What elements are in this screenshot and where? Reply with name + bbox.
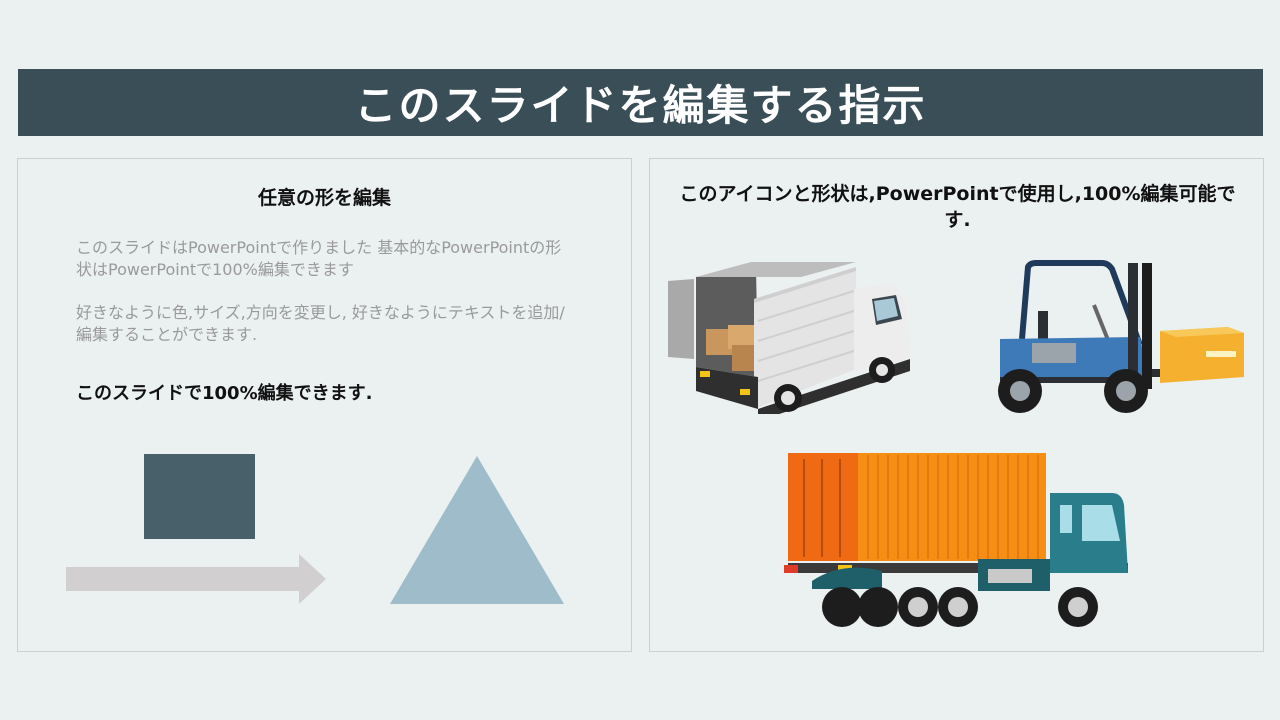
right-panel: このアイコンと形状は,PowerPointで使用し,100%編集可能です. — [649, 158, 1264, 652]
left-panel: 任意の形を編集 このスライドはPowerPointで作りました 基本的なPowe… — [17, 158, 632, 652]
left-panel-heading: 任意の形を編集 — [257, 187, 391, 209]
right-panel-heading: このアイコンと形状は,PowerPointで使用し,100%編集可能です. — [679, 183, 1236, 231]
title-bar: このスライドを編集する指示 — [18, 69, 1263, 136]
instruction-paragraph-1: このスライドはPowerPointで作りました 基本的なPowerPointの形… — [76, 238, 562, 279]
forklift-icon[interactable] — [992, 259, 1248, 415]
slide-title: このスライドを編集する指示 — [354, 81, 927, 130]
sample-square-shape[interactable] — [144, 454, 255, 539]
sample-arrow-shape[interactable] — [66, 552, 328, 606]
instruction-paragraph-2: 好きなように色,サイズ,方向を変更し, 好きなようにテキストを追加/編集すること… — [76, 303, 565, 344]
container-truck-icon[interactable] — [782, 451, 1134, 631]
delivery-truck-icon[interactable] — [666, 259, 914, 414]
sample-triangle-shape[interactable] — [388, 454, 566, 606]
editable-note: このスライドで100%編集できます. — [76, 383, 373, 404]
